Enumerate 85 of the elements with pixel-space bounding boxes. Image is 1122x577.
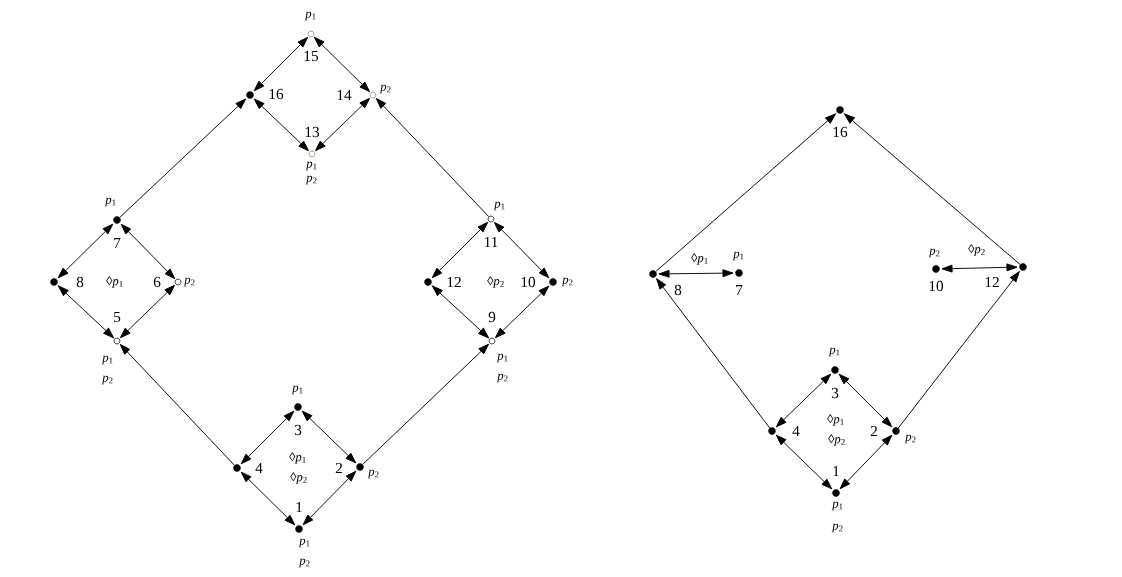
arrow bbox=[253, 36, 309, 92]
arrow bbox=[57, 285, 114, 339]
formula-label: ◊p$_{2}$ bbox=[487, 276, 504, 288]
proposition-label: p$_{2}$ bbox=[904, 434, 916, 444]
proposition-label: p$_{2}$ bbox=[928, 248, 940, 258]
state-number: 3 bbox=[831, 387, 839, 399]
proposition-label: p$_{1}$ bbox=[493, 201, 505, 211]
arrow bbox=[431, 285, 489, 339]
arrow bbox=[314, 36, 370, 93]
proposition-label: p$_{2}$ bbox=[298, 558, 310, 568]
arrow bbox=[494, 285, 550, 339]
proposition-label: p$_{2}$ bbox=[305, 175, 317, 185]
proposition-label: p$_{1}$ bbox=[304, 11, 316, 21]
proposition-label: p$_{1}$ bbox=[828, 347, 840, 357]
proposition-label: p$_{1}$ bbox=[732, 251, 744, 261]
state-number: 13 bbox=[305, 126, 320, 138]
arrow bbox=[315, 97, 370, 152]
arrow bbox=[839, 434, 893, 490]
proposition-label: p$_{1}$ bbox=[101, 355, 113, 365]
proposition-label: p$_{2}$ bbox=[561, 277, 573, 287]
state-number: 8 bbox=[76, 276, 84, 288]
arrow bbox=[362, 343, 489, 465]
arrow bbox=[897, 271, 1020, 429]
formula-label: ◊p$_{1}$ bbox=[106, 276, 123, 288]
proposition-label: p$_{2}$ bbox=[367, 469, 379, 479]
arrow bbox=[493, 221, 550, 279]
arrow bbox=[120, 223, 176, 280]
state-number: 3 bbox=[294, 424, 302, 436]
arrow bbox=[838, 373, 893, 428]
arrow bbox=[775, 373, 832, 428]
state-number: 7 bbox=[736, 285, 743, 295]
proposition-label: p$_{2}$ bbox=[183, 277, 195, 287]
arrow bbox=[431, 221, 489, 279]
state-number: 4 bbox=[255, 462, 263, 474]
formula-label: ◊p$_{2}$ bbox=[290, 472, 307, 484]
arrow bbox=[240, 410, 295, 465]
arrow bbox=[658, 269, 734, 278]
arrow bbox=[301, 410, 357, 464]
proposition-label: p$_{1}$ bbox=[291, 385, 303, 395]
state-number: 15 bbox=[304, 50, 319, 62]
arrow bbox=[656, 278, 771, 429]
arrow bbox=[119, 98, 247, 218]
arrow bbox=[253, 98, 309, 152]
state-number: 14 bbox=[337, 89, 352, 101]
state-number: 2 bbox=[870, 425, 877, 437]
arrow bbox=[57, 223, 114, 279]
state-number: 10 bbox=[521, 276, 536, 288]
proposition-label: p$_{2}$ bbox=[101, 375, 113, 385]
state-number: 2 bbox=[335, 462, 342, 474]
arrow bbox=[240, 471, 296, 526]
state-number: 16 bbox=[269, 88, 284, 100]
state-number: 1 bbox=[833, 465, 839, 477]
proposition-label: p$_{1}$ bbox=[298, 538, 310, 548]
proposition-label: p$_{2}$ bbox=[831, 523, 843, 533]
formula-label: ◊p$_{1}$ bbox=[289, 452, 306, 464]
proposition-label: p$_{1}$ bbox=[104, 197, 116, 207]
state-number: 16 bbox=[833, 126, 848, 138]
state-number: 11 bbox=[484, 236, 498, 248]
proposition-label: p$_{2}$ bbox=[496, 373, 508, 383]
formula-label: ◊p$_{1}$ bbox=[691, 253, 708, 265]
arrow bbox=[941, 263, 1018, 273]
state-number: 8 bbox=[674, 284, 682, 296]
state-number: 12 bbox=[447, 276, 461, 288]
proposition-label: p$_{1}$ bbox=[305, 161, 317, 171]
proposition-label: p$_{1}$ bbox=[496, 353, 508, 363]
arrow bbox=[844, 113, 1021, 266]
state-number: 4 bbox=[792, 425, 800, 437]
arrow bbox=[302, 470, 357, 526]
proposition-label: p$_{2}$ bbox=[379, 84, 391, 94]
state-number: 5 bbox=[114, 311, 121, 323]
arrow bbox=[119, 344, 235, 466]
formula-label: ◊p$_{2}$ bbox=[968, 244, 985, 256]
state-number: 12 bbox=[985, 276, 999, 288]
formula-label: ◊p$_{2}$ bbox=[828, 434, 845, 446]
state-number: 9 bbox=[488, 311, 496, 323]
arrow bbox=[775, 434, 833, 490]
formula-label: ◊p$_{1}$ bbox=[827, 414, 844, 426]
arrow bbox=[119, 284, 176, 339]
state-number: 1 bbox=[296, 501, 302, 513]
proposition-label: p$_{1}$ bbox=[831, 501, 843, 511]
state-number: 7 bbox=[114, 238, 121, 248]
arrow bbox=[655, 113, 836, 272]
state-number: 6 bbox=[153, 276, 161, 288]
arrow bbox=[375, 98, 490, 218]
state-number: 10 bbox=[929, 280, 944, 292]
